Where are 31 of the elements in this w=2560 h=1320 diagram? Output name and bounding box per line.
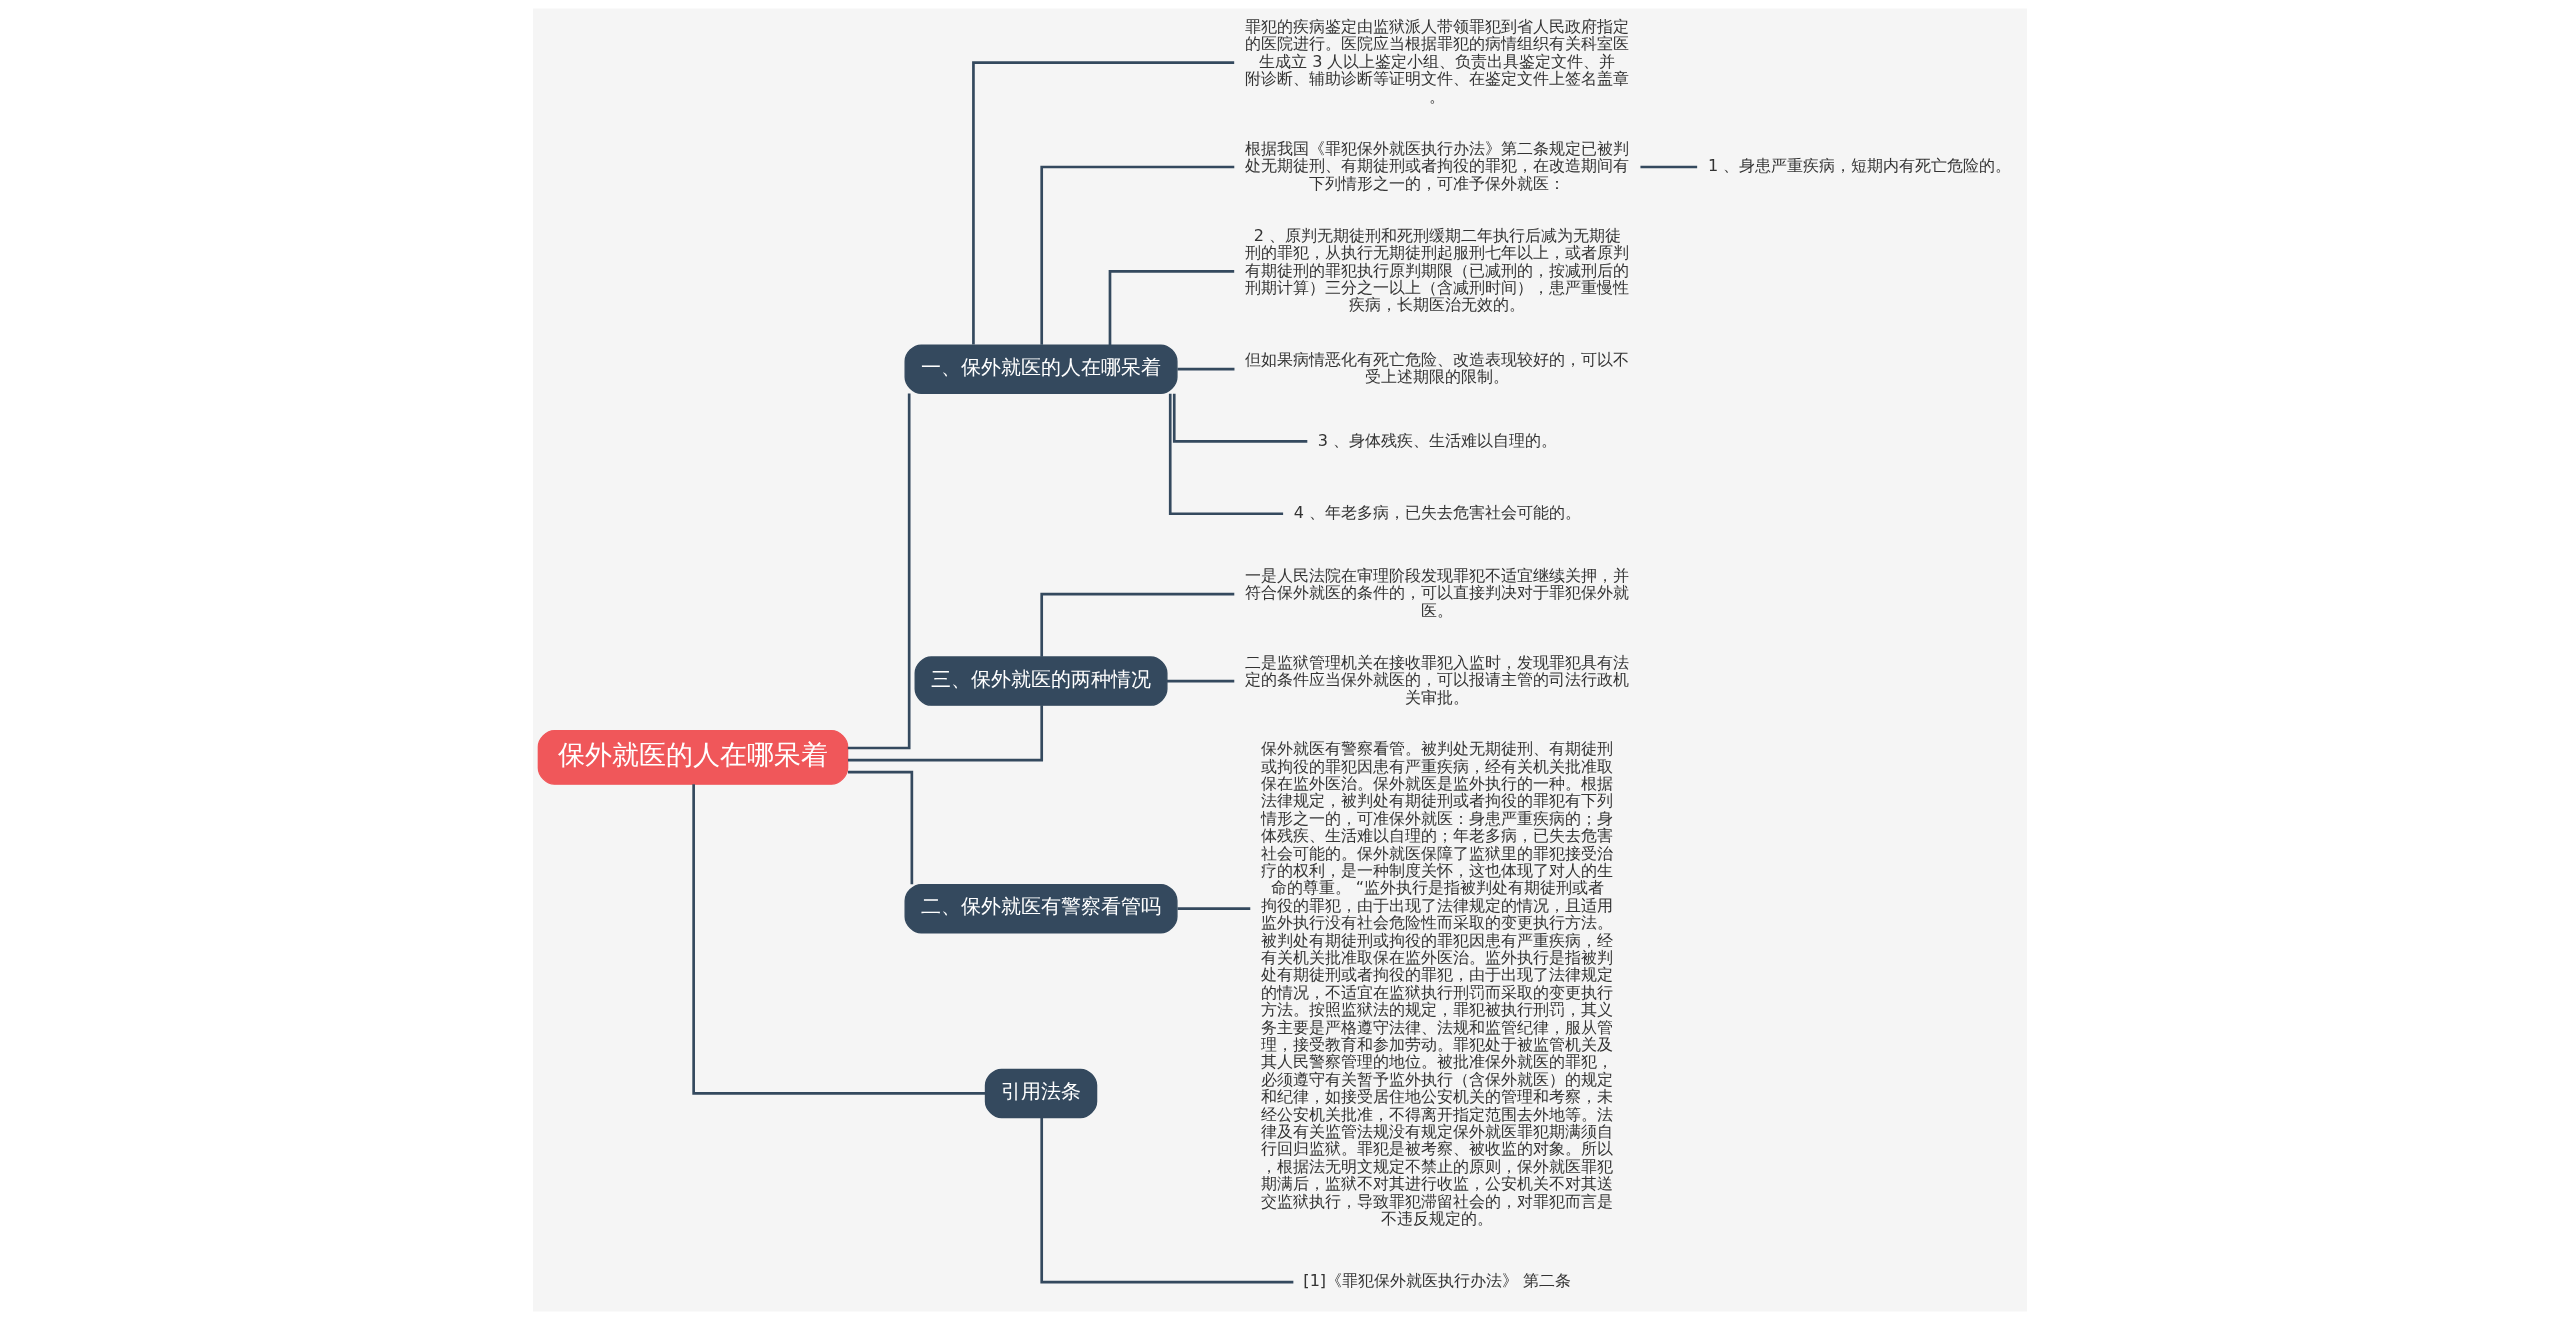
node-text: 但如果病情恶化有死亡危险、改造表现较好的，可以不受上述期限的限制。 [1245, 349, 1630, 387]
node-text: 根据我国《罪犯保外就医执行办法》第二条规定已被判处无期徒刑、有期徒刑或者拘役的罪犯，在改造期间有下列情形之一的，可准予保外就医： [1245, 138, 1630, 193]
connector [972, 61, 1235, 345]
node-box: 引用法条 [984, 1068, 1098, 1119]
node-box: 三、保外就医的两种情况 [914, 656, 1168, 706]
node-box: 一、保外就医的人在哪呆着 [904, 344, 1178, 394]
node-text: 罪犯的疾病鉴定由监狱派人带领罪犯到省人民政府指定的医院进行。医院应当根据罪犯的病情组织有关科室医生成立 3 人以上鉴定小组、负责出具鉴定文件、并附诊断、辅助诊断等证明文件、在鉴定文件上签名盖章。 [1245, 16, 1630, 106]
connector [1177, 907, 1251, 910]
connector [1166, 679, 1235, 683]
node-text: [1]《罪犯保外就医执行办法》 第二条 [1303, 1271, 1572, 1291]
connector [1172, 393, 1308, 443]
connector [847, 705, 1044, 762]
node-box: 二、保外就医有警察看管吗 [904, 883, 1178, 934]
connector [1040, 165, 1235, 345]
node-text: 4 、年老多病，已失去危害社会可能的。 [1293, 502, 1581, 522]
node-box: 保外就医的人在哪呆着 [537, 729, 849, 785]
node-text: 一是人民法院在审理阶段发现罪犯不适宜继续关押，并符合保外就医的条件的，可以直接判决对于罪犯保外就医。 [1245, 565, 1630, 620]
node-text: 2 、原判无期徒刑和死刑缓期二年执行后减为无期徒刑的罪犯，从执行无期徒刑起服刑七年以上，或者原判有期徒刑的罪犯执行原判期限（已减刑的，按减刑后的刑期计算）三分之一以上（含减刑时间），患严重慢性疾病，长期医治无效的。 [1245, 225, 1630, 315]
connector [1177, 367, 1235, 371]
connector [847, 393, 911, 750]
connector [692, 784, 986, 1095]
connector [1640, 165, 1698, 169]
node-text: 3 、身体残疾、生活难以自理的。 [1317, 430, 1557, 450]
connector [847, 770, 914, 885]
connector [1040, 592, 1235, 657]
node-text: 保外就医有警察看管。被判处无期徒刑、有期徒刑或拘役的罪犯因患有严重疾病，经有关机关批准取保在监外医治。保外就医是监外执行的一种。根据法律规定，被判处有期徒刑或者拘役的罪犯有下列情形之一的，可准保外就医：身患严重疾病的；身体残疾、生活难以自理的；年老多病，已失去危害社会可能的。保外就医保障了监狱里的罪犯接受治疗的权利，是一种制度关怀，这也体现了对人的生命的尊重。 “监外执行是指被判处有期徒刑或者拘役的罪犯，由于出现了法律规定的情况，且适用监外执行没有社会危险性而采取的变更执行方法。被判处有期徒刑或拘役的罪犯因患有严重疾病，经有关机关批准取保在监外医治。监外执行是指被判处有期徒刑或者拘役的罪犯，由于出现了法律规定的情况，不适宜在监狱执行刑罚而采取的变更执行方法。按照监狱法的规定，罪犯被执行刑罚，其义务主要是严格遵守法律、法规和监管纪律，服从管理，接受教育和参加劳动。罪犯处于被监管机关及其人民警察管理的地位。被批准保外就医的罪犯，必须遵守有关暂予监外执行（含保外就医）的规定和纪律，如接受居住地公安机关的管理和考察，未经公安机关批准，不得离开指定范围去外地等。法律及有关监管法规没有规定保外就医罪犯期满须自行回归监狱。罪犯是被考察、被收监的对象。所以，根据法无明文规定不禁止的原则，保外就医罪犯期满后，监狱不对其进行收监，公安机关不对其送交监狱执行，导致罪犯滞留社会的，对罪犯而言是不违反规定的。 [1261, 739, 1614, 1229]
connector [1108, 270, 1235, 345]
node-text: 二是监狱管理机关在接收罪犯入监时，发现罪犯具有法定的条件应当保外就医的，可以报请主管的司法行政机关审批。 [1245, 652, 1630, 707]
node-text: 1 、身患严重疾病，短期内有死亡危险的。 [1708, 156, 2012, 176]
connector [1168, 393, 1284, 516]
connector [1040, 1117, 1294, 1284]
